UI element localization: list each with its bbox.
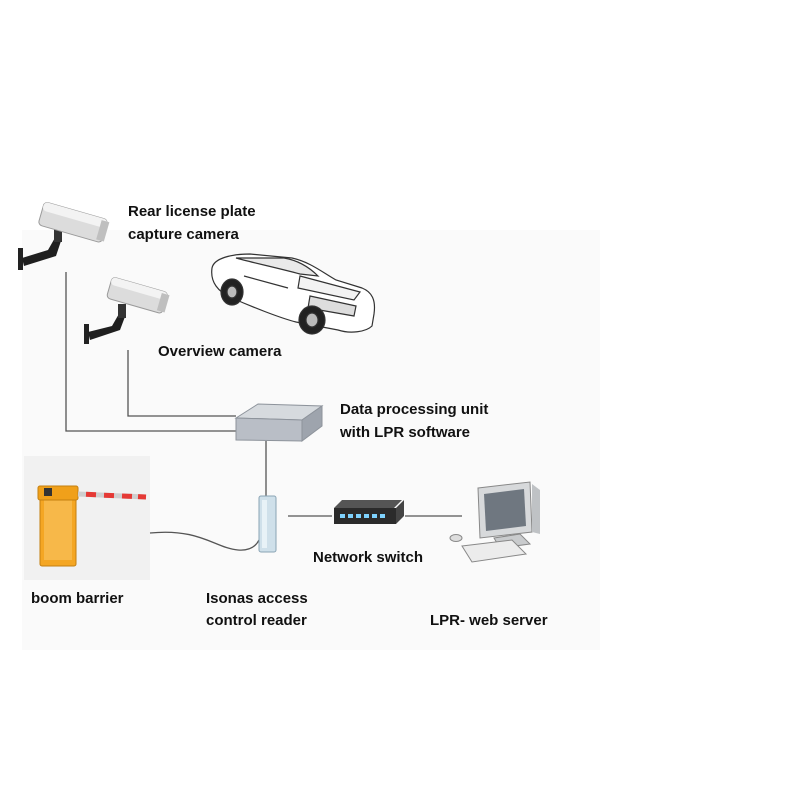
line-rear-camera-to-processing-unit (65, 272, 236, 432)
label-rear-camera-line2: capture camera (128, 226, 239, 243)
label-network-switch: Network switch (313, 549, 424, 566)
overview-camera-icon (84, 277, 170, 344)
web-server-icon (449, 481, 540, 563)
access-reader-icon (258, 495, 277, 553)
line-barrier-to-reader (149, 531, 260, 551)
label-access-reader-line1: Isonas access (206, 590, 308, 607)
label-access-reader-line2: control reader (206, 612, 307, 629)
rear-camera-icon (18, 202, 110, 270)
boom-barrier-icon (37, 485, 147, 567)
label-boom-barrier: boom barrier (31, 590, 124, 607)
network-switch-icon (334, 500, 404, 524)
label-web-server: LPR- web server (430, 612, 548, 629)
label-processing-unit-line1: Data processing unit (340, 401, 489, 418)
label-overview-camera: Overview camera (158, 343, 282, 360)
car-icon (211, 253, 376, 335)
processing-unit-icon (234, 403, 324, 442)
label-processing-unit-line2: with LPR software (340, 424, 471, 441)
label-rear-camera-line1: Rear license plate (128, 203, 256, 220)
line-overview-camera-to-processing-unit (127, 350, 236, 417)
connection-lines (65, 272, 462, 551)
